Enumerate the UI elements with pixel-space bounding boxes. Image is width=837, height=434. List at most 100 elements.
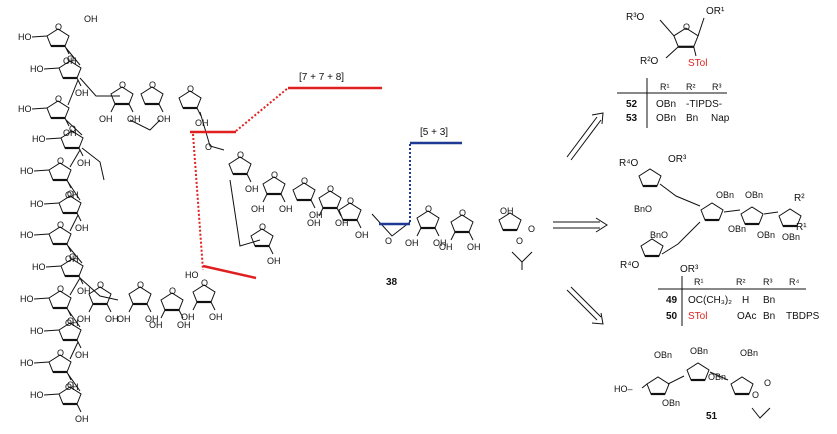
atom-label-oh: OH xyxy=(75,223,89,233)
bond xyxy=(67,373,81,392)
bond xyxy=(416,227,422,237)
r2o-label: R²O xyxy=(640,56,659,67)
atom-label-oh: OH xyxy=(177,320,191,330)
bond xyxy=(356,219,362,229)
furanose-ring xyxy=(58,60,82,79)
atom-label-o: O xyxy=(55,22,62,32)
furanose-ring xyxy=(292,182,316,201)
atom-label-oh: OH xyxy=(439,242,453,252)
atom-label-oh: OH xyxy=(63,128,77,138)
bond xyxy=(65,119,83,136)
bond xyxy=(268,245,274,255)
compound-number-51: 51 xyxy=(706,411,718,422)
cell-49-r1: OC(CH₃)₂ xyxy=(688,295,732,306)
atom-label-oh: OH xyxy=(355,230,369,240)
atom-label-ho: HO xyxy=(32,262,46,272)
cell-50-r1: STol xyxy=(688,311,707,322)
atom-label-ho: HO xyxy=(30,390,44,400)
atom-label-o: O xyxy=(683,22,690,32)
atom-label-o: O xyxy=(425,204,432,214)
r3o-label: R³O xyxy=(626,12,645,23)
atom-label-oh: OH xyxy=(209,312,223,322)
furanose-ring xyxy=(416,210,440,229)
atom-label-ho: HO xyxy=(20,166,34,176)
atom-label-o: O xyxy=(459,208,466,218)
furanose-ring xyxy=(640,238,664,257)
bond xyxy=(665,46,679,59)
atom-label-oh: OH xyxy=(335,218,349,228)
bond xyxy=(106,303,112,313)
atom-label-oh: OH xyxy=(75,88,89,98)
atom-label-oh: OH xyxy=(251,204,265,214)
atom-label-oh: OH xyxy=(245,184,259,194)
cell-53-r1: OBn xyxy=(656,113,676,124)
table-header-r3: R³ xyxy=(763,277,773,287)
bond xyxy=(88,303,94,313)
or3-label-top: OR³ xyxy=(668,154,687,165)
bond xyxy=(78,147,84,157)
bond xyxy=(65,47,81,66)
disconnection-red: [7 + 7 + 8] xyxy=(190,72,382,280)
atom-label-o: O xyxy=(69,252,76,262)
bond xyxy=(76,403,82,413)
or1-label: OR¹ xyxy=(706,6,725,17)
table-header-r3: R³ xyxy=(712,82,722,92)
r4o-label-bottom: R⁴O xyxy=(620,260,640,271)
atom-label-obn: OBn xyxy=(757,230,775,240)
atom-label-oh: OH xyxy=(309,210,323,220)
furanose-ring xyxy=(48,226,72,245)
atom-label-oh: OH xyxy=(267,256,281,266)
bond xyxy=(76,212,82,222)
furanose-ring xyxy=(673,27,699,48)
atom-label-obn: OBn xyxy=(740,348,758,358)
atom-label-oh: OH xyxy=(77,158,91,168)
bond xyxy=(33,297,50,300)
bond xyxy=(146,303,152,313)
furanose-ring xyxy=(58,386,82,405)
atom-label-ho: HO xyxy=(30,326,44,336)
atom-label-oh: OH xyxy=(117,314,131,324)
bond xyxy=(31,107,48,110)
cell-53-r2: Bn xyxy=(686,113,698,124)
building-block-top: R³O OR¹ R²O STol R¹ R² R³ 52 OBn -TIPDS-… xyxy=(617,6,730,128)
bond xyxy=(178,309,184,319)
branch xyxy=(81,147,105,181)
furanose-ring xyxy=(46,100,70,119)
bond xyxy=(78,275,84,285)
atom-label-oh: OH xyxy=(195,118,209,128)
atom-label-o: O xyxy=(347,196,354,206)
furanose-ring xyxy=(192,284,216,303)
cell-50-r4: TBDPS xyxy=(786,311,820,322)
linker xyxy=(763,211,779,215)
atom-label-o: O xyxy=(55,94,62,104)
atom-label-o: O xyxy=(57,156,64,166)
atom-label-o: O xyxy=(187,84,194,94)
linker xyxy=(199,111,225,151)
retro-arrow-down xyxy=(566,286,604,325)
bond xyxy=(693,46,697,57)
atom-label-obn: OBn xyxy=(745,190,763,200)
atom-label-oh: OH xyxy=(467,242,481,252)
atom-label-o: O xyxy=(137,280,144,290)
atom-label-o: O xyxy=(271,170,278,180)
table-header-r4: R⁴ xyxy=(789,277,799,287)
building-block-middle: R⁴O OR³ R² R¹ R⁴O OR³ R¹ R² R³ R⁴ 49 OC(… xyxy=(619,154,820,326)
table-header-r1: R¹ xyxy=(660,82,670,92)
r1-label: R¹ xyxy=(796,222,807,233)
isopropylidene xyxy=(751,407,771,419)
cell-53-r3: Nap xyxy=(711,113,730,124)
bond xyxy=(128,103,134,113)
linker xyxy=(723,209,741,213)
bond xyxy=(468,231,474,241)
linker xyxy=(659,183,701,207)
furanose-ring xyxy=(58,322,82,341)
atom-label-oh: OH xyxy=(65,382,79,392)
atom-label-o: O xyxy=(169,286,176,296)
bond xyxy=(43,393,60,396)
bond xyxy=(31,35,48,38)
disconnection-blue: [5 + 3] xyxy=(379,127,462,226)
atom-label-oh: OH xyxy=(500,206,514,216)
atom-label-ho_dash: HO– xyxy=(614,384,633,394)
furanose-ring xyxy=(228,156,252,175)
atom-label-oh: OH xyxy=(77,286,91,296)
